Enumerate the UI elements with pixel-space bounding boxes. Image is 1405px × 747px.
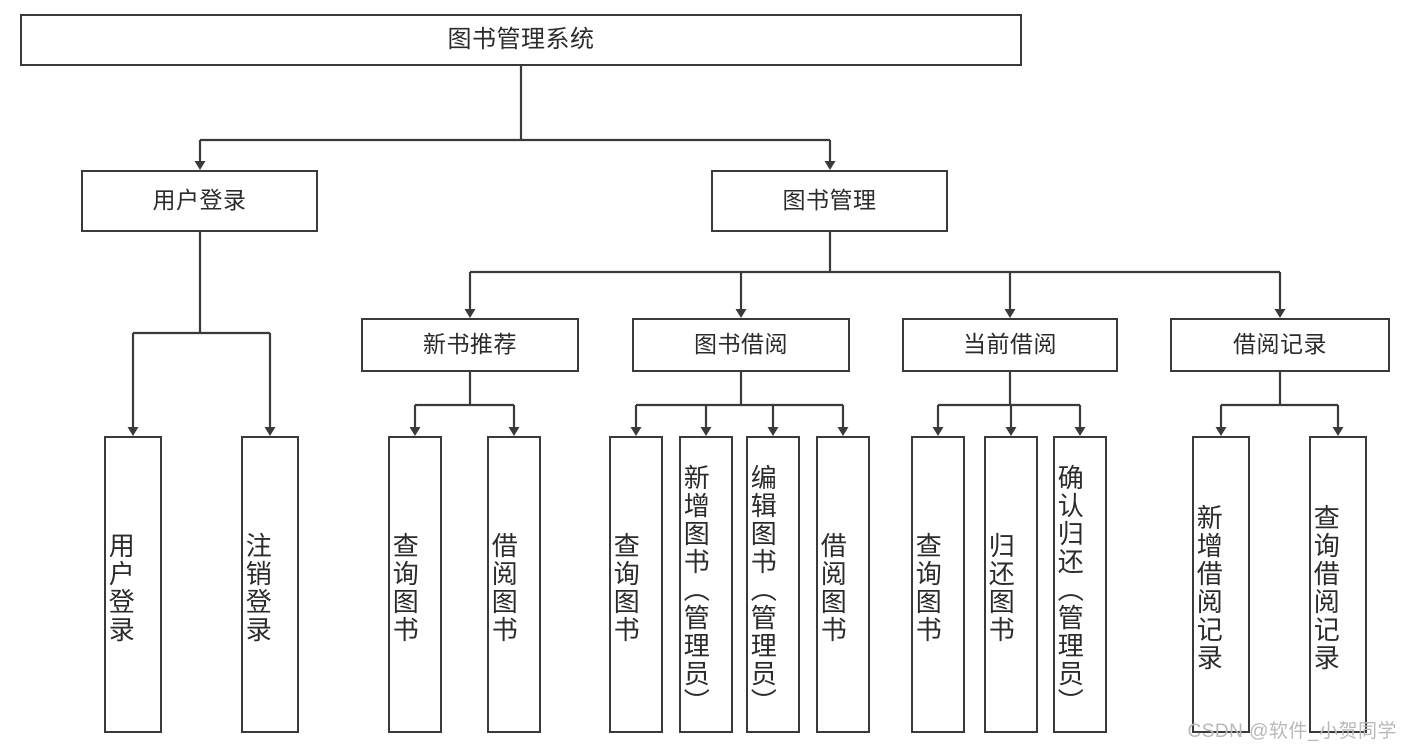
node-current-borrow[interactable]: 当前借阅 [902, 318, 1118, 372]
node-leaf-query-book-rec-label: 查询图书 [389, 531, 420, 644]
node-leaf-query-borrow-record-label: 查询借阅记录 [1310, 503, 1341, 672]
node-current-borrow-label: 当前借阅 [963, 331, 1057, 358]
node-leaf-query-book-cur-label: 查询图书 [912, 531, 943, 644]
node-leaf-add-borrow-record[interactable]: 新增借阅记录 [1192, 436, 1250, 733]
node-leaf-query-borrow-record[interactable]: 查询借阅记录 [1309, 436, 1367, 733]
node-leaf-query-book-cur[interactable]: 查询图书 [911, 436, 965, 733]
node-leaf-query-book-borrow[interactable]: 查询图书 [609, 436, 663, 733]
node-leaf-user-login[interactable]: 用户登录 [104, 436, 162, 733]
node-book-management-label: 图书管理 [782, 187, 877, 214]
watermark-text: CSDN @软件_小贺同学 [1187, 721, 1397, 742]
node-leaf-borrow-book-rec[interactable]: 借阅图书 [487, 436, 541, 733]
node-book-borrow-label: 图书借阅 [694, 331, 788, 358]
node-leaf-query-book-borrow-label: 查询图书 [610, 531, 641, 644]
node-leaf-borrow-book[interactable]: 借阅图书 [816, 436, 870, 733]
node-leaf-add-borrow-record-label: 新增借阅记录 [1193, 503, 1224, 672]
node-leaf-edit-book-admin[interactable]: 编辑图书（管理员） [746, 436, 800, 733]
node-leaf-add-book-admin-label: 新增图书（管理员） [680, 463, 711, 716]
node-borrow-record[interactable]: 借阅记录 [1170, 318, 1390, 372]
node-book-borrow[interactable]: 图书借阅 [632, 318, 850, 372]
node-leaf-add-book-admin[interactable]: 新增图书（管理员） [679, 436, 733, 733]
node-leaf-user-logout[interactable]: 注销登录 [241, 436, 299, 733]
node-leaf-return-book-label: 归还图书 [985, 531, 1016, 644]
node-leaf-confirm-return-admin-label: 确认归还（管理员） [1054, 463, 1085, 716]
node-new-book-recommend[interactable]: 新书推荐 [361, 318, 579, 372]
node-leaf-query-book-rec[interactable]: 查询图书 [388, 436, 442, 733]
node-leaf-return-book[interactable]: 归还图书 [984, 436, 1038, 733]
node-leaf-edit-book-admin-label: 编辑图书（管理员） [747, 463, 778, 716]
node-user-login[interactable]: 用户登录 [81, 170, 318, 232]
node-root-label: 图书管理系统 [447, 25, 595, 53]
node-leaf-user-login-label: 用户登录 [105, 531, 136, 644]
node-new-book-recommend-label: 新书推荐 [423, 331, 517, 358]
node-book-management[interactable]: 图书管理 [711, 170, 948, 232]
node-borrow-record-label: 借阅记录 [1233, 331, 1327, 358]
node-leaf-borrow-book-rec-label: 借阅图书 [488, 531, 519, 644]
node-leaf-borrow-book-label: 借阅图书 [817, 531, 848, 644]
node-user-login-label: 用户登录 [152, 187, 247, 214]
node-root-system[interactable]: 图书管理系统 [20, 14, 1022, 66]
node-leaf-confirm-return-admin[interactable]: 确认归还（管理员） [1053, 436, 1107, 733]
node-leaf-user-logout-label: 注销登录 [242, 531, 273, 644]
